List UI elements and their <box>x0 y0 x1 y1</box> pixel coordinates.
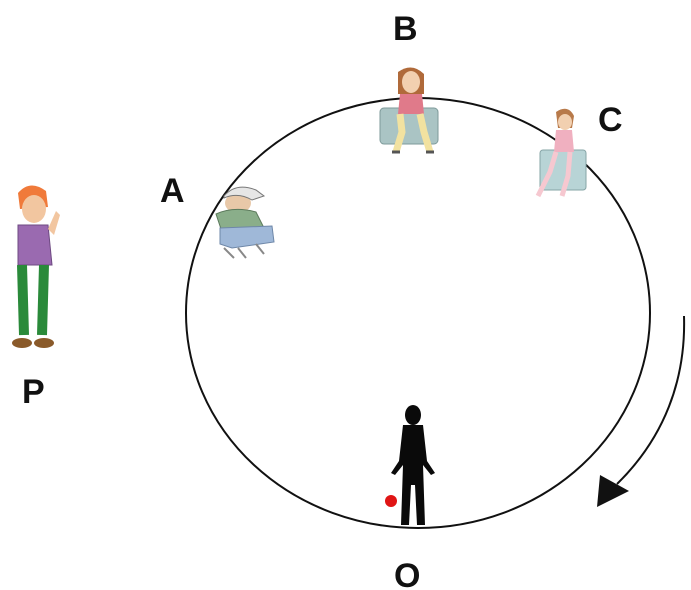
silhouette-person-icon <box>385 405 435 525</box>
sitting-girl-pink-icon <box>535 108 587 198</box>
arrowhead-icon <box>597 475 629 507</box>
label-c: C <box>598 101 623 139</box>
label-a: A <box>160 172 185 210</box>
label-o: O <box>394 557 420 590</box>
label-b: B <box>393 10 418 48</box>
crouching-boy-icon <box>215 186 275 259</box>
ball-icon <box>385 495 397 507</box>
sitting-girl-icon <box>379 67 439 154</box>
rotation-arrow <box>597 315 686 507</box>
label-p: P <box>22 373 45 411</box>
standing-boy-icon <box>12 185 60 348</box>
